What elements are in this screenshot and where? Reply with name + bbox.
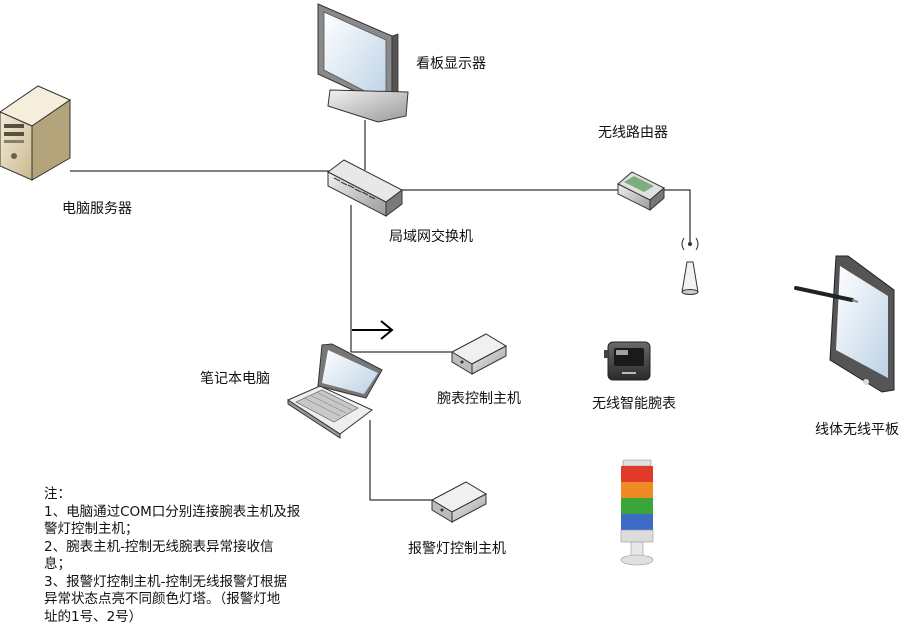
note-block: 注： 1、电脑通过COM口分别连接腕表主机及报 警灯控制主机； 2、腕表主机-控…: [44, 486, 344, 626]
tablet-label: 线体无线平板: [815, 422, 899, 438]
tablet-icon: [794, 255, 895, 393]
smart-watch-icon: [604, 341, 651, 381]
line-router-antenna: [660, 189, 691, 242]
note-line: 警灯控制主机；: [44, 521, 139, 537]
watch-host-icon: [450, 333, 508, 375]
note-title: 注：: [44, 486, 71, 502]
server-icon: [0, 85, 72, 181]
watch-host-label: 腕表控制主机: [437, 391, 521, 407]
monitor-icon: [317, 3, 409, 123]
alarm-host-label: 报警灯控制主机: [408, 541, 506, 557]
wireless-router-label: 无线路由器: [598, 125, 668, 141]
tower-red-segment: [621, 466, 653, 482]
line-laptop-alarmhost: [369, 420, 432, 501]
laptop-icon: [286, 343, 383, 439]
tower-orange-segment: [621, 482, 653, 498]
antenna-icon: [681, 237, 699, 295]
tower-green-segment: [621, 498, 653, 514]
arrow-icon: [352, 320, 394, 340]
lan-switch-label: 局域网交换机: [389, 229, 473, 245]
note-line: 2、腕表主机-控制无线腕表异常接收信: [44, 538, 274, 555]
alarm-host-icon: [430, 481, 488, 523]
kanban-monitor-label: 看板显示器: [416, 56, 486, 72]
tower-blue-segment: [621, 514, 653, 530]
switch-icon: [327, 159, 403, 217]
router-icon: [617, 171, 665, 212]
note-line: 异常状态点亮不同颜色灯塔。（报警灯地: [44, 591, 281, 607]
note-line: 1、电脑通过COM口分别连接腕表主机及报: [44, 503, 301, 520]
note-line: 3、报警灯控制主机-控制无线报警灯根据: [44, 573, 287, 590]
connection-lines: [70, 120, 691, 501]
smart-watch-label: 无线智能腕表: [592, 396, 676, 412]
laptop-label: 笔记本电脑: [200, 371, 270, 387]
alarm-light-tower-icon: [620, 459, 654, 566]
note-line: 址的1号、2号）: [44, 608, 143, 625]
note-line: 息；: [44, 556, 71, 572]
pc-server-label: 电脑服务器: [62, 201, 132, 217]
